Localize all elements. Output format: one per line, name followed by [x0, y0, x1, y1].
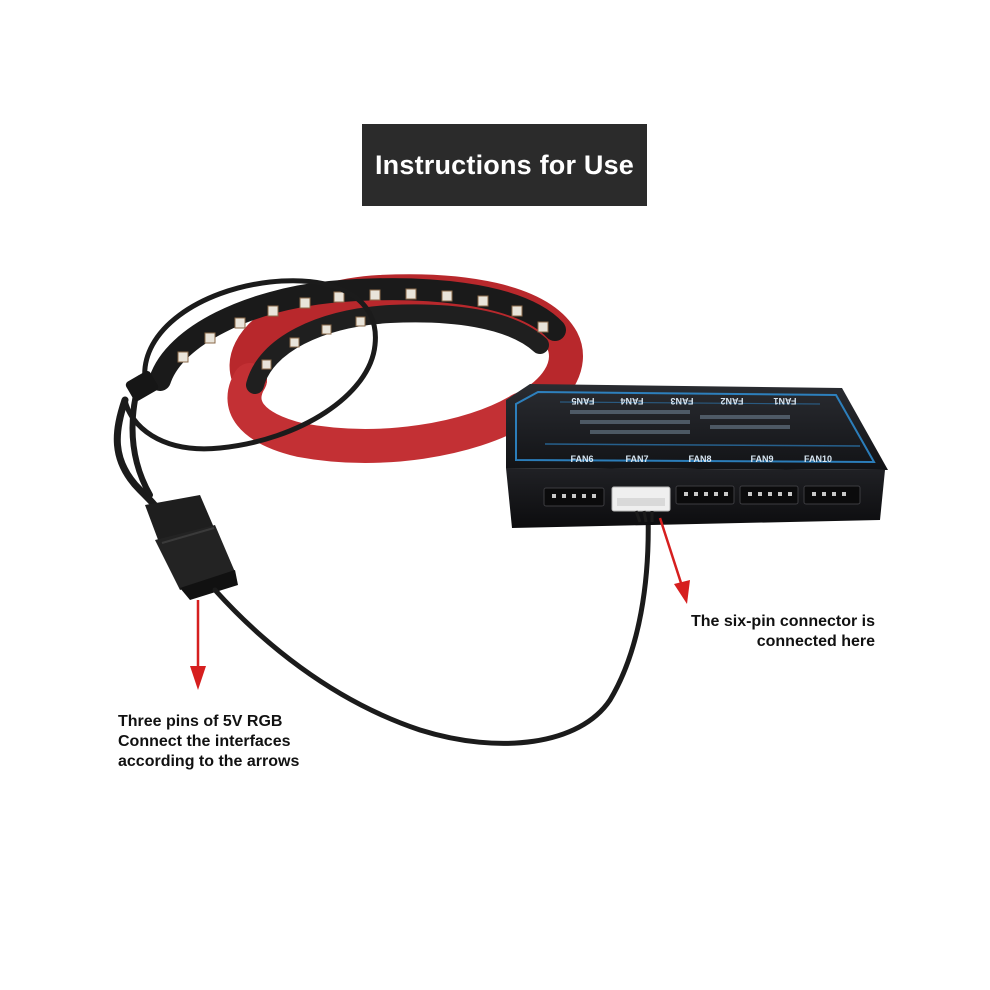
- ports-top-labels: FAN5 FAN4 FAN3 FAN2 FAN1: [571, 396, 796, 406]
- three-pin-callout-line3: according to the arrows: [118, 753, 300, 770]
- port-label-bottom: FAN10: [804, 454, 832, 464]
- port-label-top: FAN1: [773, 396, 796, 406]
- title-banner: Instructions for Use: [362, 124, 647, 206]
- arrows: [190, 517, 690, 690]
- rgb-3pin-connector: [145, 495, 238, 600]
- led-strip: [149, 274, 583, 463]
- port-label-bottom: FAN7: [625, 454, 648, 464]
- six-pin-callout-line1: The six-pin connector is: [690, 613, 875, 630]
- fan-hub-controller: FAN5 FAN4 FAN3 FAN2 FAN1 FAN6 FAN7 FAN8 …: [506, 384, 888, 528]
- port-label-top: FAN4: [620, 396, 643, 406]
- three-pin-callout: Three pins of 5V RGB Connect the interfa…: [118, 712, 378, 772]
- port-label-bottom: FAN9: [750, 454, 773, 464]
- arrow-six-pin: [658, 517, 690, 604]
- title-text: Instructions for Use: [374, 149, 635, 180]
- led-chips: [177, 288, 549, 370]
- header-pins: [552, 492, 846, 498]
- six-pin-callout: The six-pin connector is connected here: [640, 612, 875, 652]
- arrow-three-pin: [190, 600, 206, 690]
- port-label-top: FAN2: [720, 396, 743, 406]
- ports-bottom-labels: FAN6 FAN7 FAN8 FAN9 FAN10: [570, 454, 832, 464]
- three-pin-callout-line1: Three pins of 5V RGB: [118, 713, 283, 730]
- six-pin-plug: [611, 486, 671, 523]
- port-label-bottom: FAN6: [570, 454, 593, 464]
- port-label-top: FAN3: [670, 396, 693, 406]
- six-pin-callout-line2: connected here: [756, 633, 875, 650]
- port-label-top: FAN5: [571, 396, 594, 406]
- three-pin-callout-line2: Connect the interfaces: [118, 733, 291, 750]
- port-label-bottom: FAN8: [688, 454, 711, 464]
- signal-cable: [212, 509, 651, 746]
